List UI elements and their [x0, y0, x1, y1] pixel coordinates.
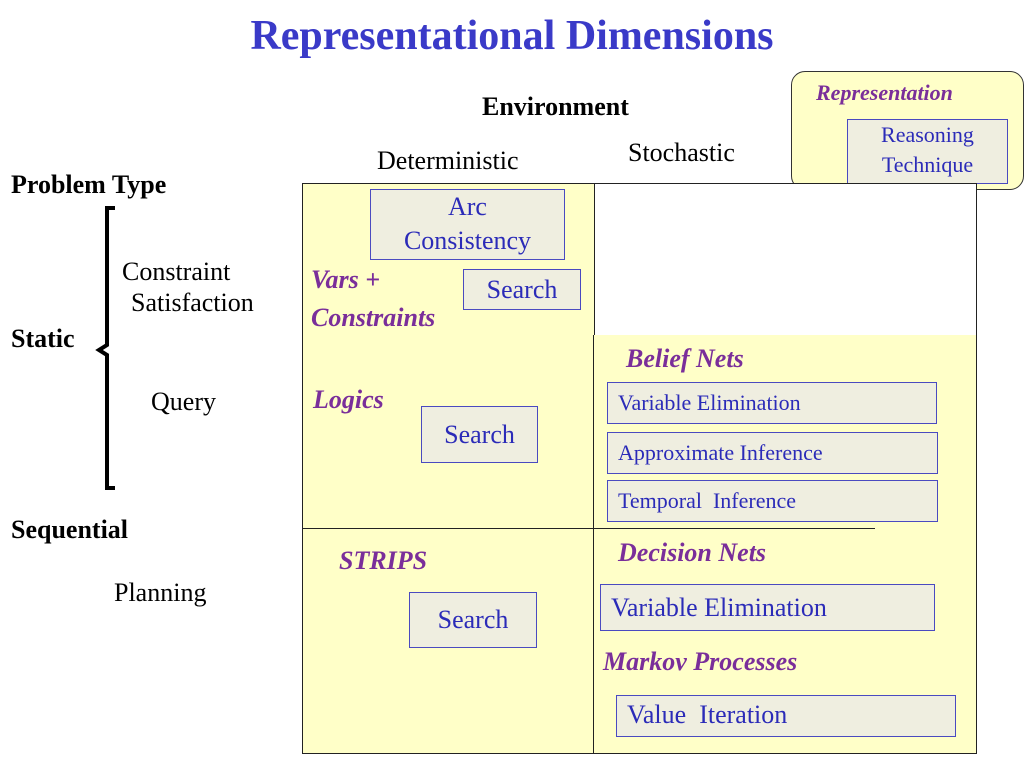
static-bracket — [95, 206, 115, 490]
arc-line2: Consistency — [403, 226, 532, 255]
satisfaction-label: Satisfaction — [131, 288, 254, 317]
strips-search-box: Search — [409, 592, 537, 648]
horizontal-divider — [303, 528, 875, 529]
stochastic-label: Stochastic — [628, 138, 735, 167]
arc-line1: Arc — [448, 192, 487, 221]
legend-reasoning-line1: Reasoning — [881, 122, 974, 147]
value-iteration-box: Value Iteration — [616, 695, 956, 737]
constraint-label: Constraint — [122, 257, 231, 286]
deterministic-label: Deterministic — [377, 146, 519, 175]
temporal-inference-box: Temporal Inference — [607, 480, 938, 522]
belief-variable-elimination-box: Variable Elimination — [607, 382, 937, 424]
decision-variable-elimination-box: Variable Elimination — [600, 584, 935, 631]
constraints-label: Constraints — [311, 303, 436, 332]
legend-representation: Representation — [816, 80, 953, 105]
logics-search-box: Search — [421, 406, 538, 463]
approximate-inference-box: Approximate Inference — [607, 432, 938, 474]
csp-search-box: Search — [463, 269, 581, 310]
static-label: Static — [11, 324, 75, 353]
arc-consistency-box: Arc Consistency — [370, 189, 565, 260]
legend-reasoning-line2: Technique — [881, 152, 974, 177]
decision-nets-label: Decision Nets — [618, 538, 767, 567]
environment-label: Environment — [482, 92, 629, 121]
sequential-label: Sequential — [11, 515, 129, 544]
problem-type-label: Problem Type — [11, 170, 167, 199]
query-label: Query — [151, 387, 216, 416]
logics-label: Logics — [313, 385, 384, 414]
legend-reasoning-box: Reasoning Technique — [847, 119, 1008, 184]
page-title: Representational Dimensions — [250, 13, 774, 59]
planning-label: Planning — [114, 578, 207, 607]
markov-processes-label: Markov Processes — [603, 647, 798, 676]
belief-nets-label: Belief Nets — [626, 344, 744, 373]
strips-label: STRIPS — [339, 546, 428, 575]
cell-csp-stochastic — [594, 183, 977, 336]
vertical-divider — [593, 335, 594, 754]
vars-label: Vars + — [311, 265, 381, 294]
legend: Representation Reasoning Technique — [791, 71, 1024, 190]
